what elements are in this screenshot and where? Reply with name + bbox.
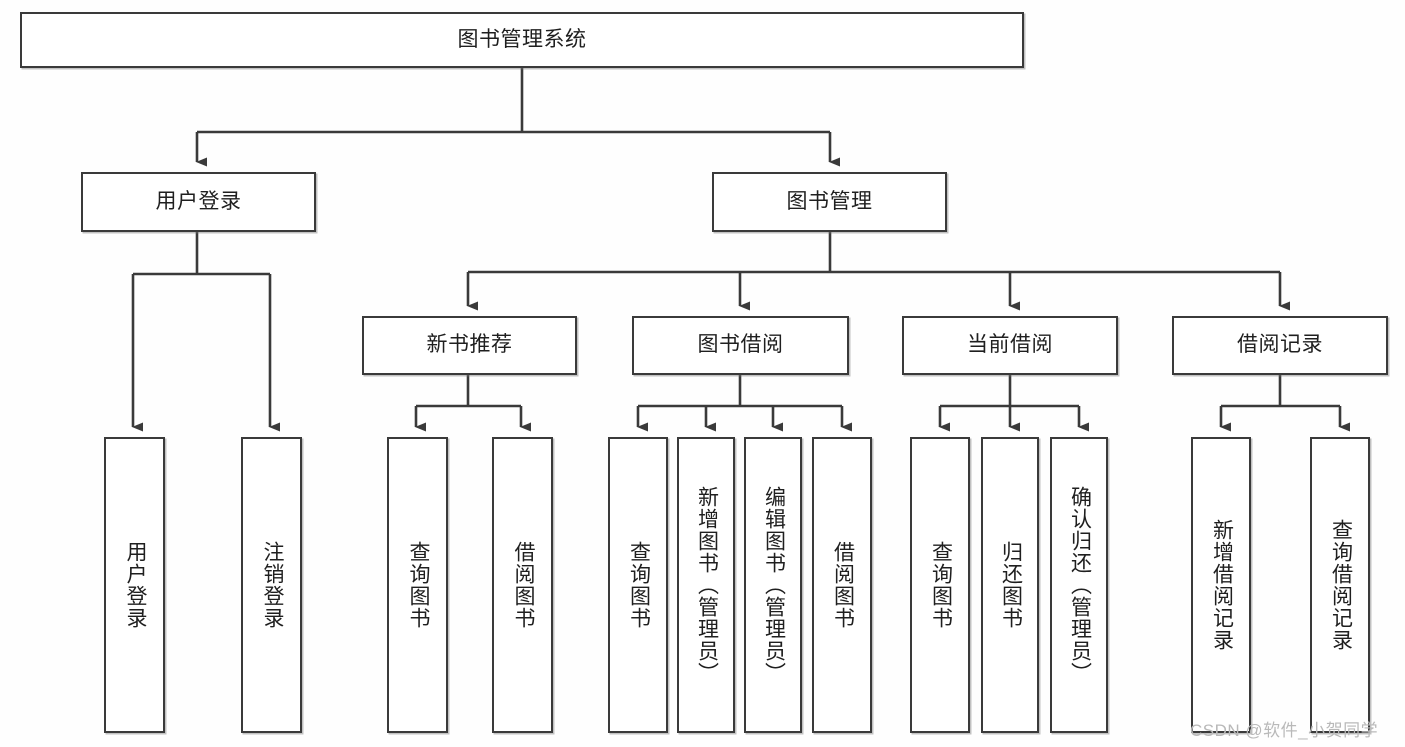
- node-borrow-record[interactable]: 借阅记录: [1172, 316, 1388, 375]
- node-label: 新书推荐: [426, 333, 513, 357]
- node-label: 借阅图书: [511, 541, 535, 629]
- node-current-borrow[interactable]: 当前借阅: [902, 316, 1118, 375]
- node-leaf-query-book-3[interactable]: 查询图书: [910, 437, 970, 733]
- node-book-manage[interactable]: 图书管理: [712, 172, 947, 232]
- node-leaf-user-login[interactable]: 用户登录: [104, 437, 165, 733]
- node-label: 注销登录: [260, 541, 284, 629]
- node-label: 新增图书（管理员）: [695, 486, 719, 684]
- node-label: 归还图书: [999, 541, 1023, 629]
- node-label: 图书管理系统: [457, 27, 587, 51]
- csdn-watermark: CSDN @软件_小贺同学: [1190, 721, 1379, 740]
- node-leaf-edit-book[interactable]: 编辑图书（管理员）: [744, 437, 802, 733]
- node-label: 借阅图书: [831, 541, 855, 629]
- node-leaf-query-book-2[interactable]: 查询图书: [608, 437, 668, 733]
- node-root-system[interactable]: 图书管理系统: [20, 12, 1024, 68]
- node-label: 查询图书: [406, 541, 430, 629]
- node-leaf-query-record[interactable]: 查询借阅记录: [1310, 437, 1370, 733]
- node-label: 用户登录: [123, 541, 147, 629]
- node-leaf-query-book-1[interactable]: 查询图书: [387, 437, 448, 733]
- node-label: 借阅记录: [1237, 333, 1323, 357]
- node-label: 查询借阅记录: [1329, 519, 1353, 651]
- node-leaf-confirm-return[interactable]: 确认归还（管理员）: [1050, 437, 1108, 733]
- node-leaf-add-record[interactable]: 新增借阅记录: [1191, 437, 1251, 733]
- node-leaf-borrow-book-1[interactable]: 借阅图书: [492, 437, 553, 733]
- node-book-borrow[interactable]: 图书借阅: [632, 316, 849, 375]
- node-label: 图书管理: [786, 189, 873, 213]
- node-label: 编辑图书（管理员）: [762, 486, 786, 684]
- node-label: 当前借阅: [967, 333, 1053, 357]
- node-leaf-borrow-book-2[interactable]: 借阅图书: [812, 437, 872, 733]
- node-label: 新增借阅记录: [1210, 519, 1234, 651]
- node-label: 查询图书: [929, 541, 953, 629]
- node-label: 用户登录: [155, 189, 242, 213]
- node-label: 确认归还（管理员）: [1068, 486, 1092, 684]
- node-leaf-logout-login[interactable]: 注销登录: [241, 437, 302, 733]
- node-label: 查询图书: [627, 541, 651, 629]
- node-new-book-recommend[interactable]: 新书推荐: [362, 316, 577, 375]
- node-user-login[interactable]: 用户登录: [81, 172, 316, 232]
- node-label: 图书借阅: [697, 333, 784, 357]
- node-leaf-return-book[interactable]: 归还图书: [981, 437, 1039, 733]
- node-leaf-add-book[interactable]: 新增图书（管理员）: [677, 437, 735, 733]
